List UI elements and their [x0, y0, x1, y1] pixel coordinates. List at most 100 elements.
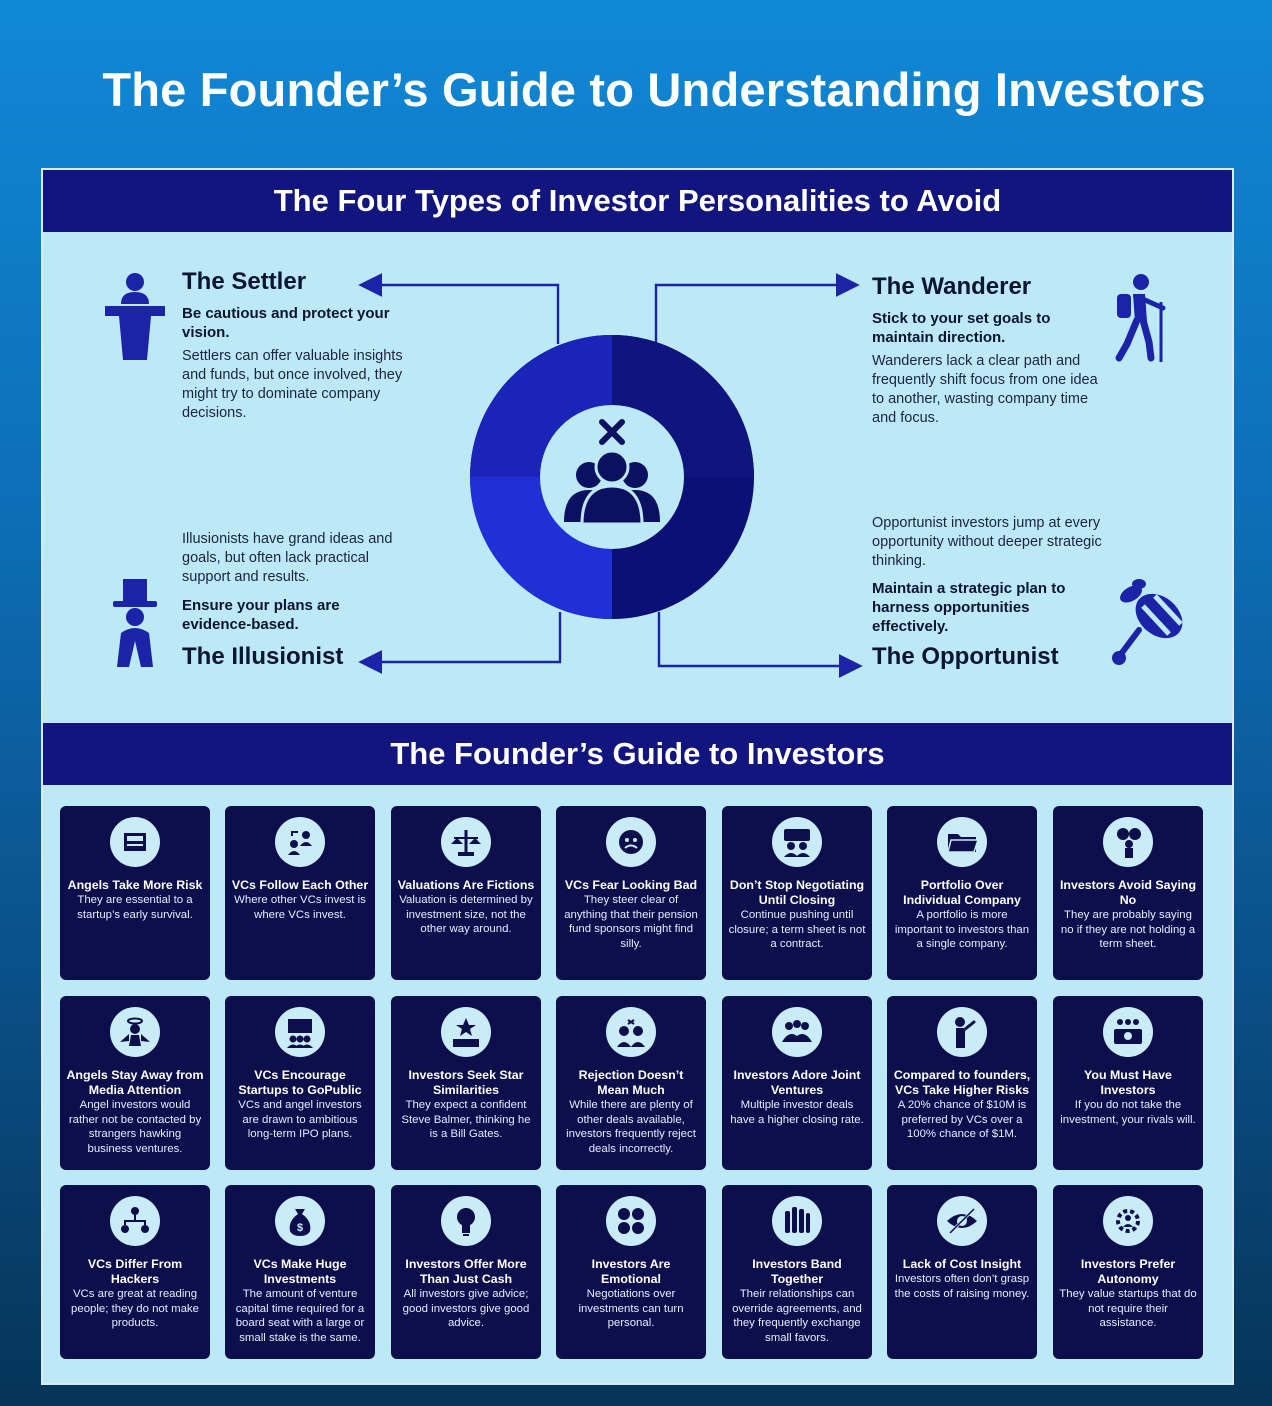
page-title: The Founder’s Guide to Understanding Inv… — [102, 63, 1206, 116]
guide-card-heading: Valuations Are Fictions — [397, 878, 535, 892]
rejection-icon — [606, 1007, 656, 1057]
guide-card-heading: Investors Offer More Than Just Cash — [405, 1257, 527, 1286]
folder-icon — [937, 817, 987, 867]
podium-speaker-icon — [103, 432, 167, 522]
crossed-group-icon — [564, 419, 660, 526]
money-bag-icon: $ — [275, 1196, 325, 1246]
angel-icon — [110, 1007, 160, 1057]
guide-card-heading: Rejection Doesn’t Mean Much — [578, 1068, 684, 1097]
guide-card-description: While there are plenty of other deals av… — [566, 1099, 696, 1155]
group-icon — [772, 1007, 822, 1057]
guide-card-description: Investors often don’t grasp the costs of… — [894, 1273, 1030, 1300]
bee-icon — [1109, 576, 1193, 668]
guide-card-description: Where other VCs invest is where VCs inve… — [234, 894, 366, 921]
opportunist-advice: Maintain a strategic plan to harness opp… — [872, 580, 1066, 635]
guide-card-description: VCs and angel investors are drawn to amb… — [238, 1099, 362, 1140]
cash-team-icon — [1103, 1007, 1153, 1057]
guide-card-description: They expect a confident Steve Balmer, th… — [401, 1099, 531, 1140]
guide-card-description: They are essential to a startup’s early … — [77, 894, 193, 921]
emotions-icon — [606, 1196, 656, 1246]
magician-icon — [107, 577, 163, 669]
guide-card-heading: Compared to founders, VCs Take Higher Ri… — [893, 1068, 1031, 1097]
guide-card-description: They steer clear of anything that their … — [564, 894, 698, 950]
guide-card-description: Negotiations over investments can turn p… — [578, 1288, 684, 1329]
guide-card-description: Angel investors would rather not be cont… — [68, 1099, 202, 1155]
guide-card-description: The amount of venture capital time requi… — [235, 1288, 365, 1344]
guide-card-heading: VCs Differ From Hackers — [87, 1257, 183, 1286]
illusionist-title: The Illusionist — [182, 643, 344, 670]
pointing-person-icon — [937, 1007, 987, 1057]
guide-card-heading: Investors Prefer Autonomy — [1080, 1257, 1176, 1286]
opportunist-title: The Opportunist — [872, 643, 1059, 670]
section-heading-personalities: The Four Types of Investor Personalities… — [43, 170, 1232, 232]
guide-card-heading: Investors Band Together — [752, 1257, 842, 1286]
illusionist-advice: Ensure your plans are evidence-based. — [182, 597, 340, 633]
yes-no-person-icon — [1103, 817, 1153, 867]
guide-card-heading: VCs Encourage Startups to GoPublic — [238, 1068, 362, 1097]
hidden-eye-icon — [937, 1196, 987, 1246]
settler-advice: Be cautious and protect your vision. — [182, 305, 390, 341]
guide-card-description: Multiple investor deals have a higher cl… — [730, 1099, 864, 1126]
presentation-icon — [275, 1007, 325, 1057]
guide-card-description: Valuation is determined by investment si… — [399, 894, 533, 935]
guide-card-description: A 20% chance of $10M is preferred by VCs… — [897, 1099, 1027, 1140]
worried-face-icon — [606, 817, 656, 867]
guide-card-heading: Angels Take More Risk — [67, 878, 203, 892]
wanderer-title: The Wanderer — [872, 273, 1032, 300]
section-heading-guide: The Founder’s Guide to Investors — [43, 723, 1232, 785]
scale-money-icon — [441, 817, 491, 867]
guide-card-description: All investors give advice; good investor… — [402, 1288, 530, 1329]
svg-text:$: $ — [297, 1222, 303, 1234]
wanderer-advice: Stick to your set goals to maintain dire… — [872, 310, 1051, 346]
guide-card-heading: Investors Seek Star Similarities — [408, 1068, 524, 1097]
settler-title: The Settler — [182, 268, 307, 295]
personalities-panel: The Settler Be cautious and protect your… — [43, 232, 1232, 723]
hiker-icon — [1103, 272, 1173, 362]
guide-card-heading: VCs Make Huge Investments — [253, 1257, 347, 1286]
guide-card-heading: Investors Adore Joint Ventures — [733, 1068, 861, 1097]
guide-card-heading: Don’t Stop Negotiating Until Closing — [729, 878, 865, 907]
guide-card-heading: Investors Avoid Saying No — [1059, 878, 1197, 907]
guide-card-heading: Angels Stay Away from Media Attention — [66, 1068, 204, 1097]
guide-card-description: VCs are great at reading people; they do… — [71, 1288, 199, 1329]
guide-card-heading: You Must Have Investors — [1084, 1068, 1172, 1097]
autonomy-gear-icon — [1103, 1196, 1153, 1246]
personality-donut — [470, 335, 754, 619]
infographic-frame: The Four Types of Investor Personalities… — [41, 168, 1234, 1385]
podium-speaker-icon — [103, 270, 167, 360]
star-rating-icon — [441, 1007, 491, 1057]
